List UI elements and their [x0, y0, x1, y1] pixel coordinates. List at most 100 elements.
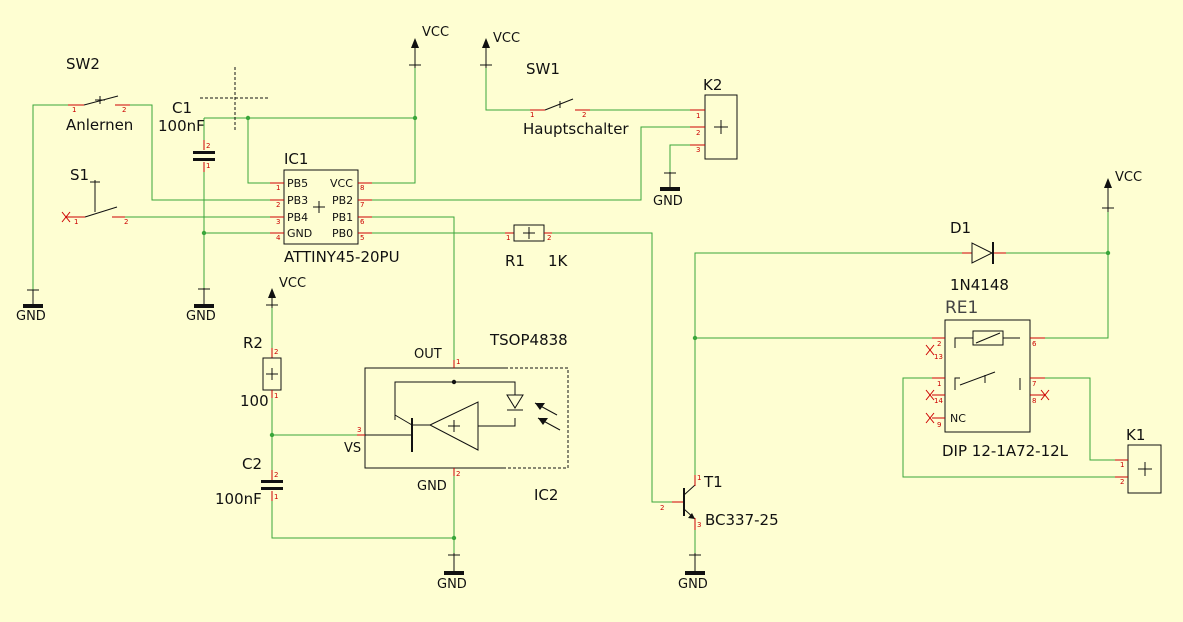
t1-value: BC337-25: [705, 511, 779, 529]
switch-sw1[interactable]: 1 2 SW1 Hauptschalter: [523, 60, 629, 138]
re1-nc-label: NC: [950, 412, 966, 425]
ic1-attiny45[interactable]: 1 2 3 4 8 7 6 5 PB5 PB3 PB4 GND VCC PB2 …: [270, 150, 400, 266]
svg-text:1: 1: [696, 112, 700, 120]
svg-text:1: 1: [74, 218, 78, 226]
k1-ref: K1: [1126, 426, 1145, 444]
resistor-r1[interactable]: 1 2 R1 1K: [505, 224, 569, 270]
ic1-pin-pb1: PB1: [332, 211, 353, 224]
d1-ref: D1: [950, 219, 971, 237]
ic1-ref: IC1: [284, 150, 308, 168]
svg-text:2: 2: [122, 106, 126, 114]
wire-c2-gnd: [271, 495, 454, 539]
wire-pb5: [247, 118, 280, 184]
sw2-ref: SW2: [66, 55, 100, 73]
wire-r1-t1: [550, 232, 680, 503]
svg-text:13: 13: [934, 353, 943, 361]
wire-sw2-gnd: [32, 104, 68, 305]
wire-d1-anode: [694, 252, 965, 475]
ir-receiver-tsop4838[interactable]: 1 2 3 OUT VS GND TSOP4838 IC2: [344, 331, 569, 504]
r2-ref: R2: [243, 334, 263, 352]
connector-k1[interactable]: 1 2 K1: [1115, 426, 1162, 494]
wire-c1-vcc: [204, 65, 416, 119]
wire-relay-k1-1: [1030, 377, 1123, 461]
gnd-symbol[interactable]: GND: [678, 553, 708, 592]
vcc-label: VCC: [422, 25, 449, 40]
svg-text:2: 2: [274, 471, 278, 479]
d1-value: 1N4148: [950, 276, 1009, 294]
svg-text:1: 1: [1120, 461, 1124, 469]
relay-re1[interactable]: 2 13 1 14 9 6 7 8 NC RE1 DIP 12-1A72-12L: [925, 298, 1069, 460]
re1-value: DIP 12-1A72-12L: [942, 442, 1069, 460]
vcc-symbol[interactable]: VCC: [266, 276, 306, 308]
ic1-pin-pb5: PB5: [287, 177, 308, 190]
c2-ref: C2: [242, 455, 262, 473]
capacitor-c2[interactable]: 2 1 C2 100nF: [215, 455, 283, 508]
wires: [32, 65, 1123, 560]
svg-text:2: 2: [276, 201, 280, 209]
svg-text:1: 1: [276, 184, 280, 192]
junctions: [201, 115, 1111, 541]
gnd-label: GND: [437, 577, 467, 592]
svg-text:2: 2: [456, 470, 460, 478]
vcc-symbol[interactable]: VCC: [409, 25, 449, 68]
ic1-value: ATTINY45-20PU: [284, 248, 400, 266]
vcc-label: VCC: [279, 276, 306, 291]
svg-text:5: 5: [360, 234, 364, 242]
svg-text:2: 2: [582, 111, 586, 119]
svg-text:3: 3: [697, 521, 701, 529]
switch-s1[interactable]: 1 2 S1: [61, 166, 128, 226]
svg-text:7: 7: [1032, 380, 1036, 388]
svg-text:3: 3: [276, 218, 280, 226]
connector-k2[interactable]: 1 2 3 K2: [690, 76, 738, 160]
gnd-label: GND: [16, 309, 46, 324]
switch-sw2[interactable]: 1 2 SW2 Anlernen: [66, 55, 133, 134]
ic2-ref: IC2: [534, 486, 558, 504]
transistor-t1[interactable]: 1 2 3 T1 BC337-25: [660, 473, 779, 530]
svg-text:3: 3: [696, 146, 700, 154]
svg-text:4: 4: [276, 234, 281, 242]
gnd-symbol[interactable]: GND: [186, 288, 216, 324]
svg-text:6: 6: [1032, 340, 1037, 348]
gnd-symbol[interactable]: GND: [16, 289, 46, 324]
svg-text:1: 1: [530, 111, 534, 119]
svg-text:3: 3: [357, 426, 361, 434]
vcc-symbol[interactable]: VCC: [480, 31, 520, 68]
s1-ref: S1: [70, 166, 89, 184]
diode-d1[interactable]: D1 1N4148: [950, 219, 1009, 294]
svg-text:8: 8: [1032, 397, 1036, 405]
svg-text:1: 1: [274, 392, 278, 400]
svg-text:2: 2: [547, 234, 551, 242]
gnd-symbol[interactable]: GND: [437, 553, 467, 592]
svg-text:2: 2: [124, 218, 128, 226]
wire-relay-k1-2: [902, 377, 1123, 478]
vcc-label: VCC: [493, 31, 520, 46]
svg-text:2: 2: [1120, 478, 1124, 486]
re1-ref: RE1: [945, 298, 978, 318]
vcc-symbol[interactable]: VCC: [1102, 170, 1142, 212]
sw1-ref: SW1: [526, 60, 560, 78]
svg-text:1: 1: [697, 474, 701, 482]
wire-pb2-k2: [360, 126, 705, 201]
resistor-r2[interactable]: 2 1 R2 100: [240, 334, 282, 410]
t1-ref: T1: [703, 473, 723, 491]
ic1-pin-pb0: PB0: [332, 227, 353, 240]
c1-value: 100nF: [158, 117, 205, 135]
gnd-symbol[interactable]: GND: [653, 172, 683, 209]
c2-value: 100nF: [215, 490, 262, 508]
gnd-label: GND: [678, 577, 708, 592]
svg-text:1: 1: [937, 380, 941, 388]
ic1-pin-pb4: PB4: [287, 211, 308, 224]
svg-text:9: 9: [937, 421, 941, 429]
tsop-pin-gnd: GND: [417, 479, 447, 494]
capacitor-c1[interactable]: 2 1 C1 100nF: [158, 99, 215, 172]
svg-text:2: 2: [937, 340, 941, 348]
r1-ref: R1: [505, 252, 525, 270]
c1-ref: C1: [172, 99, 192, 117]
svg-text:1: 1: [506, 234, 510, 242]
ic1-pin-pb2: PB2: [332, 194, 353, 207]
r2-value: 100: [240, 392, 269, 410]
wire-vcc-relay: [1030, 210, 1109, 339]
sw2-value: Anlernen: [66, 116, 133, 134]
svg-text:1: 1: [274, 493, 278, 501]
ic1-pin-pb3: PB3: [287, 194, 308, 207]
